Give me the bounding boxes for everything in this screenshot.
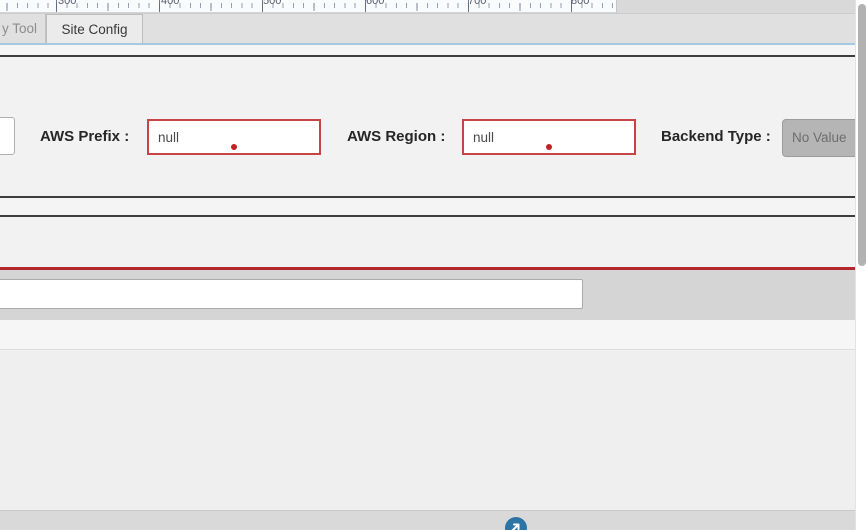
aws-region-label: AWS Region : [347, 128, 446, 145]
tab-tool[interactable]: y Tool [0, 14, 46, 44]
left-partial-input[interactable] [0, 117, 15, 155]
tab-bar: y Tool Site Config [0, 13, 855, 44]
section-divider [0, 196, 855, 198]
spacer-band [0, 198, 855, 215]
aws-prefix-field [147, 119, 321, 155]
tab-site-config[interactable]: Site Config [46, 14, 143, 44]
spacer-band [0, 45, 867, 55]
ruler-label: 800 [571, 0, 590, 7]
validation-error-dot [231, 144, 237, 150]
spacer-band [0, 320, 855, 350]
horizontal-ruler: 300 400 500 600 700 800 [0, 0, 617, 13]
content-empty-area [0, 351, 855, 510]
wide-text-input[interactable] [0, 280, 582, 308]
backend-type-value-box[interactable]: No Value [782, 119, 862, 157]
tab-site-config-label: Site Config [61, 22, 128, 37]
ruler-label: 500 [263, 0, 282, 7]
section-divider [0, 215, 855, 217]
ruler-major-ticks [0, 0, 616, 12]
validation-error-dot [546, 144, 552, 150]
tab-tool-label: y Tool [2, 21, 38, 36]
bottom-action-button[interactable] [505, 517, 527, 530]
bottom-status-band [0, 510, 867, 530]
section-divider [0, 55, 855, 57]
alert-divider-line [0, 267, 855, 270]
tab-accent-line [0, 43, 867, 45]
ruler-label: 600 [366, 0, 385, 7]
ruler-strip: 300 400 500 600 700 800 [0, 0, 855, 13]
form-section [0, 57, 855, 196]
ruler-label: 400 [161, 0, 180, 7]
backend-type-value: No Value [792, 130, 847, 145]
scrollbar-thumb[interactable] [858, 4, 866, 266]
backend-type-label: Backend Type : [661, 128, 771, 145]
aws-region-field [462, 119, 636, 155]
aws-prefix-label: AWS Prefix : [40, 128, 130, 145]
vertical-scrollbar[interactable] [855, 0, 867, 530]
ruler-label: 300 [58, 0, 77, 7]
wide-text-field [0, 279, 583, 309]
spacer-band [0, 217, 855, 267]
ruler-label: 700 [468, 0, 487, 7]
